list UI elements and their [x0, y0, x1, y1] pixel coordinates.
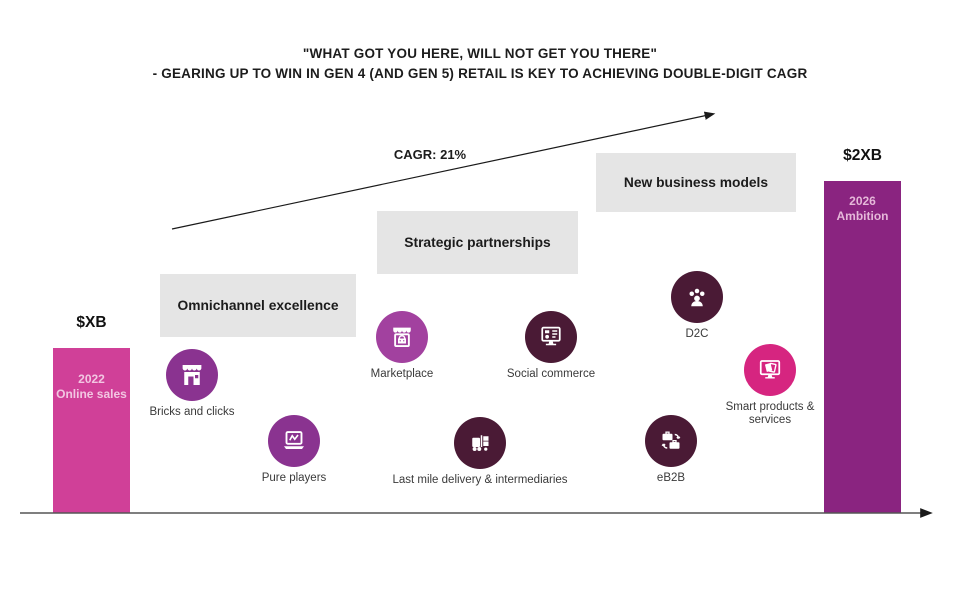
bar-2026-caption: Ambition	[836, 209, 889, 223]
item-label: Pure players	[261, 472, 327, 484]
monitor-social-icon	[525, 311, 577, 363]
store-icon	[166, 349, 218, 401]
item-label: Last mile delivery & intermediaries	[392, 474, 568, 486]
item-label: Smart products & services	[725, 401, 815, 426]
bar-2022: 2022 Online sales	[53, 348, 130, 513]
title-line-1: "WHAT GOT YOU HERE, WILL NOT GET YOU THE…	[302, 46, 658, 61]
bar-2022-label: 2022 Online sales	[53, 348, 130, 402]
growth-arrow	[171, 111, 716, 230]
bar-2026-label: 2026 Ambition	[824, 181, 901, 224]
marketplace-icon	[376, 311, 428, 363]
item-label: D2C	[685, 328, 709, 340]
phase-label: Strategic partnerships	[404, 235, 551, 250]
bar-2026-value: $2XB	[843, 147, 882, 164]
item-label: eB2B	[656, 472, 686, 484]
page-title: "WHAT GOT YOU HERE, WILL NOT GET YOU THE…	[0, 44, 960, 84]
item-label: Social commerce	[506, 368, 596, 380]
item-label: Marketplace	[370, 368, 434, 380]
item-smart-products: Smart products & services	[714, 344, 826, 427]
bar-2022-caption: Online sales	[56, 387, 127, 401]
briefcase-exchange-icon	[645, 415, 697, 467]
item-bricks-and-clicks: Bricks and clicks	[122, 349, 262, 419]
bar-2026: 2026 Ambition	[824, 181, 901, 513]
phase-box-partnerships: Strategic partnerships	[377, 211, 578, 274]
bar-2026-year: 2026	[849, 194, 876, 208]
monitor-cards-icon	[744, 344, 796, 396]
forklift-icon	[454, 417, 506, 469]
phase-label: Omnichannel excellence	[177, 298, 339, 313]
phase-box-new-models: New business models	[596, 153, 796, 212]
laptop-icon	[268, 415, 320, 467]
item-pure-players: Pure players	[224, 415, 364, 485]
phase-box-omnichannel: Omnichannel excellence	[160, 274, 356, 337]
person-network-icon	[671, 271, 723, 323]
item-d2c: D2C	[647, 271, 747, 341]
item-social-commerce: Social commerce	[476, 311, 626, 381]
item-label: Bricks and clicks	[149, 406, 235, 418]
item-last-mile-delivery: Last mile delivery & intermediaries	[370, 417, 590, 487]
bar-2022-value: $XB	[76, 314, 107, 331]
title-line-2: - GEARING UP TO WIN IN GEN 4 (AND GEN 5)…	[152, 66, 808, 81]
item-eb2b: eB2B	[621, 415, 721, 485]
bar-2022-year: 2022	[78, 372, 105, 386]
x-axis	[20, 508, 933, 518]
item-marketplace: Marketplace	[332, 311, 472, 381]
cagr-label: CAGR: 21%	[393, 147, 467, 162]
phase-label: New business models	[623, 175, 769, 190]
